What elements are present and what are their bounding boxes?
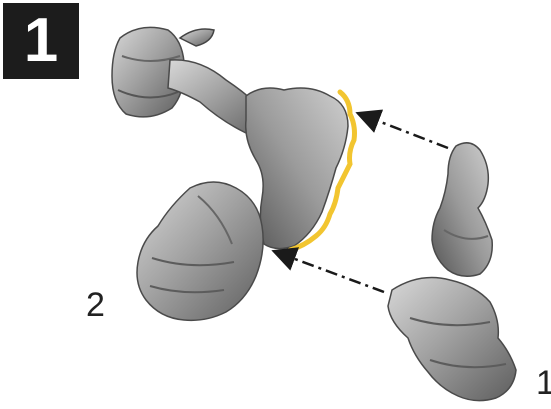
part-label-2: 2 bbox=[86, 288, 105, 322]
part-1-model bbox=[388, 143, 516, 401]
part-2-model bbox=[112, 27, 355, 320]
leader-arrow-lower bbox=[276, 252, 384, 292]
leg bbox=[137, 182, 263, 320]
step-badge: 1 bbox=[3, 3, 79, 79]
leader-arrow-upper bbox=[360, 114, 448, 148]
step-number: 1 bbox=[24, 10, 58, 72]
part-label-1: 1 bbox=[536, 366, 551, 400]
